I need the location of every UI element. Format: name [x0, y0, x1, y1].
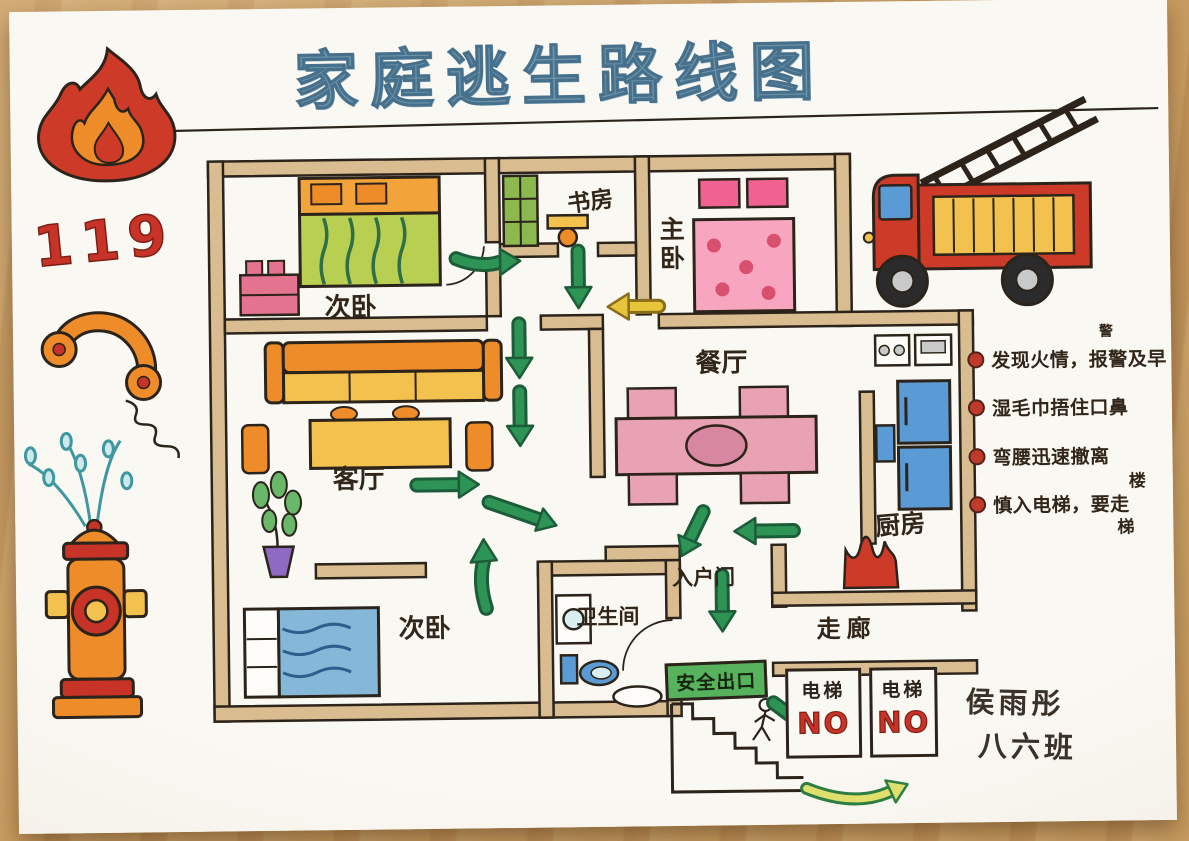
bedroom-top-bed — [297, 175, 442, 289]
tip-ring-icon — [970, 450, 984, 464]
escape-arrow-study-down — [564, 243, 593, 310]
tip-1-inserted-char: 警 — [1098, 323, 1114, 340]
potted-plant — [251, 470, 303, 579]
emergency-number-119: 119 — [30, 201, 178, 281]
signature-class: 八六班 — [977, 728, 1078, 765]
room-label-kitchen: 厨房 — [874, 508, 927, 542]
stairs — [670, 702, 805, 794]
tip-ring-icon — [971, 498, 985, 512]
entry-fire-icon — [842, 535, 900, 590]
master-bed — [692, 177, 797, 314]
bathroom-fixtures — [554, 593, 663, 708]
stick-figure — [752, 697, 776, 742]
living-room-table — [240, 405, 494, 475]
room-label-living: 客厅 — [332, 464, 385, 496]
escape-arrow-entry-down — [708, 567, 737, 633]
safety-tip-1: 发现火情，报警及早 — [969, 344, 1167, 373]
safety-tip-4: 慎入电梯，要走 — [971, 489, 1130, 518]
telephone-icon — [40, 311, 180, 459]
elevator-left-label: 电梯 — [801, 679, 846, 703]
tip-ring-icon — [969, 353, 983, 367]
escape-map-drawing — [23, 45, 1159, 806]
bedroom-bottom-bed — [242, 606, 381, 699]
escape-arrow-living-diag — [481, 494, 558, 532]
tip-ring-icon — [969, 401, 984, 415]
door-arcs — [446, 246, 673, 671]
elevator-left: 电梯 NO — [785, 667, 863, 759]
floorplan-walls — [206, 152, 979, 723]
elevator-right-label: 电梯 — [881, 678, 926, 702]
tip-text: 湿毛巾捂住口鼻 — [991, 396, 1129, 421]
dining-set — [614, 385, 819, 506]
tip-text: 慎入电梯，要走 — [992, 493, 1130, 518]
escape-arrow-hall-down-1 — [505, 316, 534, 380]
drawing-paper: 家庭逃生路线图 119 次卧 书房 主卧 餐厅 客厅 厨房 次卧 卫生间 入户门… — [9, 0, 1177, 835]
bedroom-top-dresser — [238, 259, 301, 317]
kitchen-appliances — [873, 333, 953, 511]
tip-4-wrap-bottom: 梯 — [1117, 517, 1135, 538]
safety-tip-2: 湿毛巾捂住口鼻 — [969, 392, 1129, 421]
room-label-bathroom: 卫生间 — [576, 604, 640, 630]
room-label-master-bedroom: 主卧 — [659, 214, 686, 273]
study-furniture — [501, 174, 589, 248]
elevator-left-no-mark: NO — [796, 705, 851, 741]
tip-text: 弯腰迅速撤离 — [992, 445, 1110, 470]
escape-arrow-bedroom-right — [448, 247, 522, 277]
water-spray — [23, 431, 134, 527]
fire-hydrant-icon — [44, 518, 148, 720]
tip-4-wrap-top: 楼 — [1128, 471, 1146, 492]
escape-arrow-master-left-yellow — [606, 292, 667, 321]
escape-arrow-living-right — [409, 470, 481, 499]
elevator-right-no-mark: NO — [876, 704, 931, 740]
room-label-bedroom-top: 次卧 — [324, 292, 377, 324]
flame-icon — [37, 45, 177, 183]
elevator-right: 电梯 NO — [869, 666, 939, 758]
label-entry-door: 入户门 — [671, 565, 736, 591]
escape-arrow-kitchen-left — [733, 516, 801, 546]
signature-name: 侯雨彤 — [965, 684, 1065, 721]
room-label-dining: 餐厅 — [695, 348, 748, 379]
escape-arrow-hall-down-2 — [505, 384, 535, 448]
label-corridor: 走廊 — [816, 614, 877, 644]
safety-exit-sign: 安全出口 — [664, 659, 768, 702]
title-underline — [160, 106, 1159, 133]
escape-arrow-exit-right — [800, 779, 909, 806]
escape-arrow-dining-down — [677, 504, 711, 558]
tip-text: 发现火情，报警及早 — [991, 347, 1167, 373]
fire-truck-icon — [862, 95, 1100, 308]
living-room-sofa — [263, 338, 504, 405]
room-label-bedroom-bottom: 次卧 — [398, 613, 451, 645]
page-title: 家庭逃生路线图 — [293, 35, 828, 120]
safety-tip-3: 弯腰迅速撤离 — [970, 442, 1110, 471]
escape-arrow-bathroom-up — [469, 538, 499, 616]
